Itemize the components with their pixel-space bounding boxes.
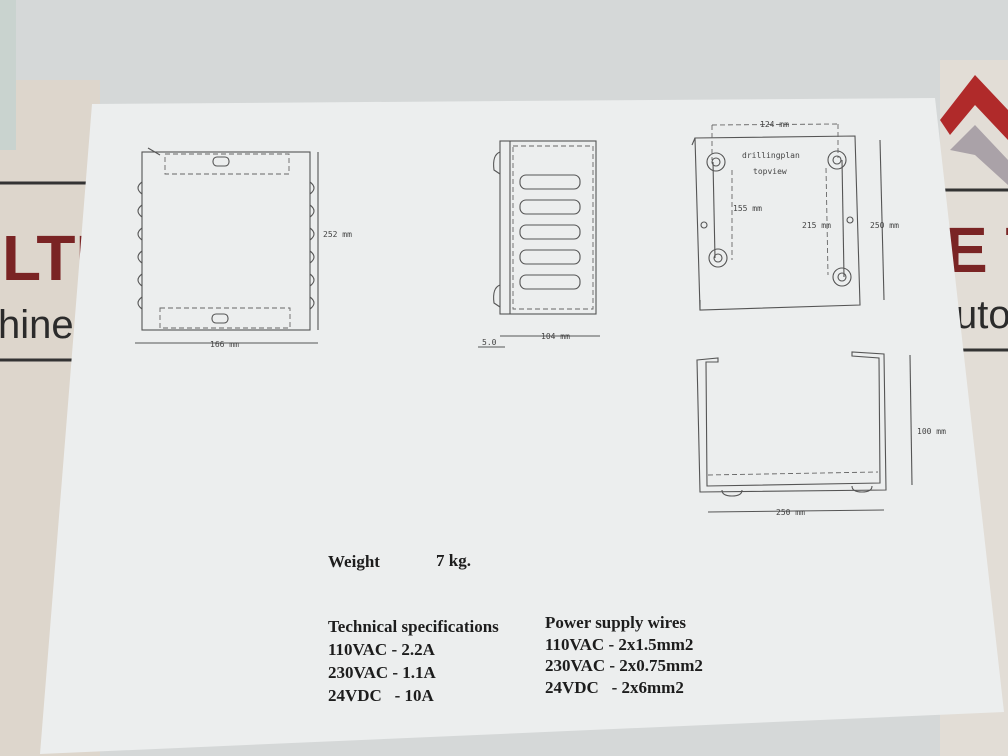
right-sign-text: E T	[945, 214, 1008, 286]
drilling-plan-title: drillingplan	[742, 151, 800, 160]
weight-label: Weight	[328, 552, 380, 571]
drilling-plan-subtitle: topview	[753, 167, 787, 176]
wires-row: 24VDC - 2x6mm2	[545, 678, 684, 697]
front-height-label: 252 mm	[323, 230, 352, 239]
front-width-label: 166 mm	[210, 340, 239, 349]
grey-stripe	[950, 125, 1008, 185]
front-view-drawing	[135, 147, 319, 344]
drilling-top-label: 124 mm	[760, 120, 789, 129]
right-sign-subtext: uto	[955, 293, 1008, 337]
tech-spec-row: 230VAC - 1.1A	[328, 663, 437, 682]
weight-value: 7 kg.	[436, 551, 471, 570]
wires-row: 110VAC - 2x1.5mm2	[545, 635, 693, 654]
drilling-inner-label: 155 mm	[733, 204, 762, 213]
tech-spec-heading: Technical specifications	[328, 617, 499, 636]
left-sign-subtext: hiner	[0, 303, 87, 347]
wires-row: 230VAC - 2x0.75mm2	[545, 656, 703, 675]
drilling-mid-label: 215 mm	[802, 221, 831, 230]
red-stripe	[940, 75, 1008, 140]
drilling-height-label: 250 mm	[870, 221, 899, 230]
paper-sheet	[40, 98, 1004, 754]
side-width-label: 104 mm	[541, 332, 570, 341]
left-edge	[0, 0, 16, 150]
side-offset-label: 5.0	[482, 338, 497, 347]
drilling-plan-drawing	[691, 123, 885, 311]
bottom-width-label: 250 mm	[776, 508, 805, 517]
tech-spec-row: 110VAC - 2.2A	[328, 640, 436, 659]
bottom-height-label: 100 mm	[917, 427, 946, 436]
bottom-view-drawing	[696, 351, 913, 513]
side-view-drawing	[478, 140, 600, 348]
tech-spec-row: 24VDC - 10A	[328, 686, 434, 705]
wires-heading: Power supply wires	[545, 613, 686, 632]
